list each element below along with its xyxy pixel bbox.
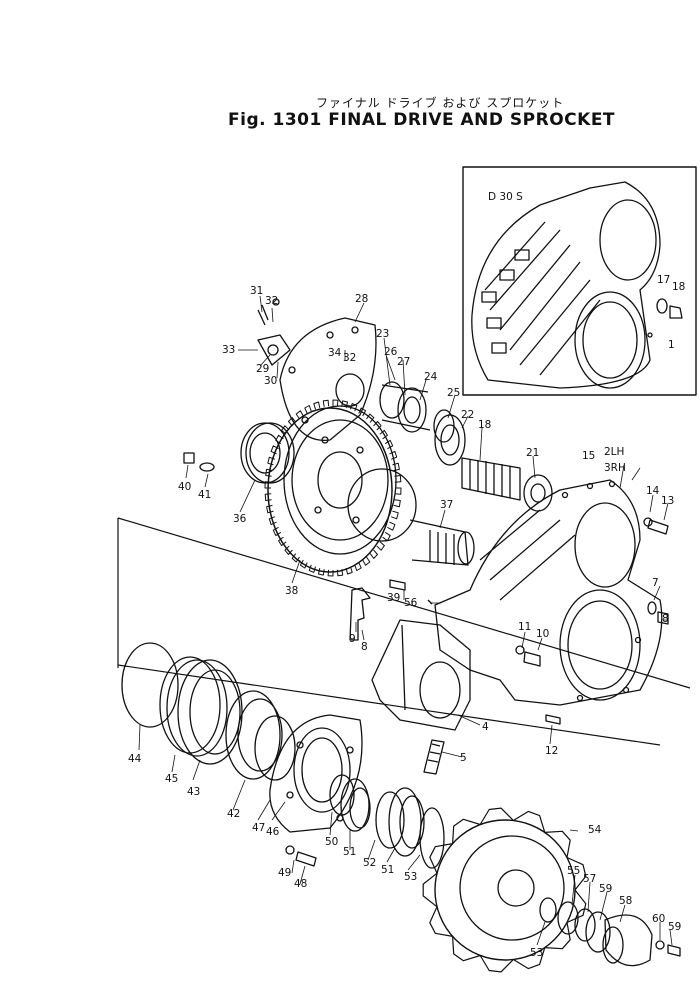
part-22: 24: [424, 371, 438, 383]
part-18: 18: [478, 419, 491, 431]
part-7: 7: [652, 577, 659, 589]
part-33: 34: [328, 347, 342, 359]
seals-48-49-50-51: [329, 774, 445, 869]
part-1: 1: [668, 339, 675, 351]
part-48: 50: [325, 836, 338, 848]
part-numbers: D 30 S 17 18 1 31 32 28 23 33 34 32 33 2…: [128, 191, 685, 959]
part-4: 4: [482, 721, 489, 733]
inset-label: D 30 S: [488, 191, 523, 203]
part-21: 23: [376, 328, 389, 340]
bracket-31-27-28: [257, 298, 291, 366]
figure-header: ファイナル ドライブ および スプロケット Fig. 1301 FINAL DR…: [0, 0, 700, 140]
retainer-44-45: [269, 714, 363, 833]
title-japanese: ファイナル ドライブ および スプロケット: [316, 96, 565, 110]
bolts-and-fasteners: [183, 452, 669, 775]
inset-housing-d30s: [462, 166, 697, 396]
part-40: 42: [227, 808, 240, 820]
part-42: 44: [128, 753, 142, 765]
part-32: 32: [343, 352, 356, 364]
part-56: 57: [583, 873, 596, 885]
part-14: 14: [646, 485, 660, 497]
part-43: 45: [165, 773, 178, 785]
part-3RH: 3RH: [604, 462, 626, 474]
part-51b: 53: [404, 871, 417, 883]
bolt-46-47: [285, 845, 317, 867]
part-51a: 52: [363, 857, 376, 869]
part-29: 31: [250, 285, 263, 297]
leader-lines: [138, 295, 673, 946]
part-9: 9: [349, 633, 356, 645]
large-gear-36: [264, 399, 402, 577]
part-26: 28: [355, 293, 368, 305]
part-30: 32: [265, 295, 278, 307]
shaft-35: [347, 468, 475, 566]
part-17: 17: [657, 274, 670, 286]
part-53: 53: [530, 947, 543, 959]
part-54: 55: [567, 865, 580, 877]
part-27: 29: [256, 363, 269, 375]
part-18-inset: 18: [672, 281, 685, 293]
part-37: 39: [387, 592, 400, 604]
part-25: 27: [397, 356, 410, 368]
part-45: 47: [252, 822, 265, 834]
part-8b: 8: [361, 641, 368, 653]
part-57: 58: [619, 895, 632, 907]
seal-43-41: [159, 656, 243, 765]
part-41: 43: [187, 786, 200, 798]
part-55: 56: [404, 597, 418, 609]
part-24: 26: [384, 346, 398, 358]
part-19: 21: [526, 447, 539, 459]
part-10: 10: [536, 628, 549, 640]
part-31: 33: [222, 344, 235, 356]
hub-40: [225, 690, 296, 781]
part-49: 51: [343, 846, 356, 858]
assembly-frame: [117, 517, 691, 746]
part-34: 36: [233, 513, 247, 525]
part-35: 37: [440, 499, 453, 511]
part-15: 12: [545, 745, 558, 757]
part-13: 13: [661, 495, 674, 507]
part-52: 54: [588, 824, 602, 836]
part-36: 38: [285, 585, 298, 597]
part-39: 41: [198, 489, 211, 501]
final-drive-case: [371, 479, 663, 731]
part-47: 49: [278, 867, 291, 879]
part-46: 48: [294, 878, 307, 890]
part-44: 46: [266, 826, 280, 838]
part-8a: 8: [662, 613, 669, 625]
part-60: 60: [652, 913, 665, 925]
sprocket-52: [422, 807, 587, 973]
seal-ring-42: [121, 642, 179, 728]
part-23: 25: [447, 387, 460, 399]
part-28: 30: [264, 375, 277, 387]
part-59: 59: [668, 921, 681, 933]
part-38: 40: [178, 481, 191, 493]
part-50: 51: [381, 864, 394, 876]
part-20: 22: [461, 409, 474, 421]
part-5: 5: [460, 752, 467, 764]
part-2LH: 2LH: [604, 446, 624, 458]
part-58: 59: [599, 883, 612, 895]
part-11: 11: [518, 621, 531, 633]
figure-title: Fig. 1301 FINAL DRIVE AND SPROCKET: [228, 110, 616, 130]
part-12: 15: [582, 450, 595, 462]
end-parts-53-60: [539, 897, 681, 967]
